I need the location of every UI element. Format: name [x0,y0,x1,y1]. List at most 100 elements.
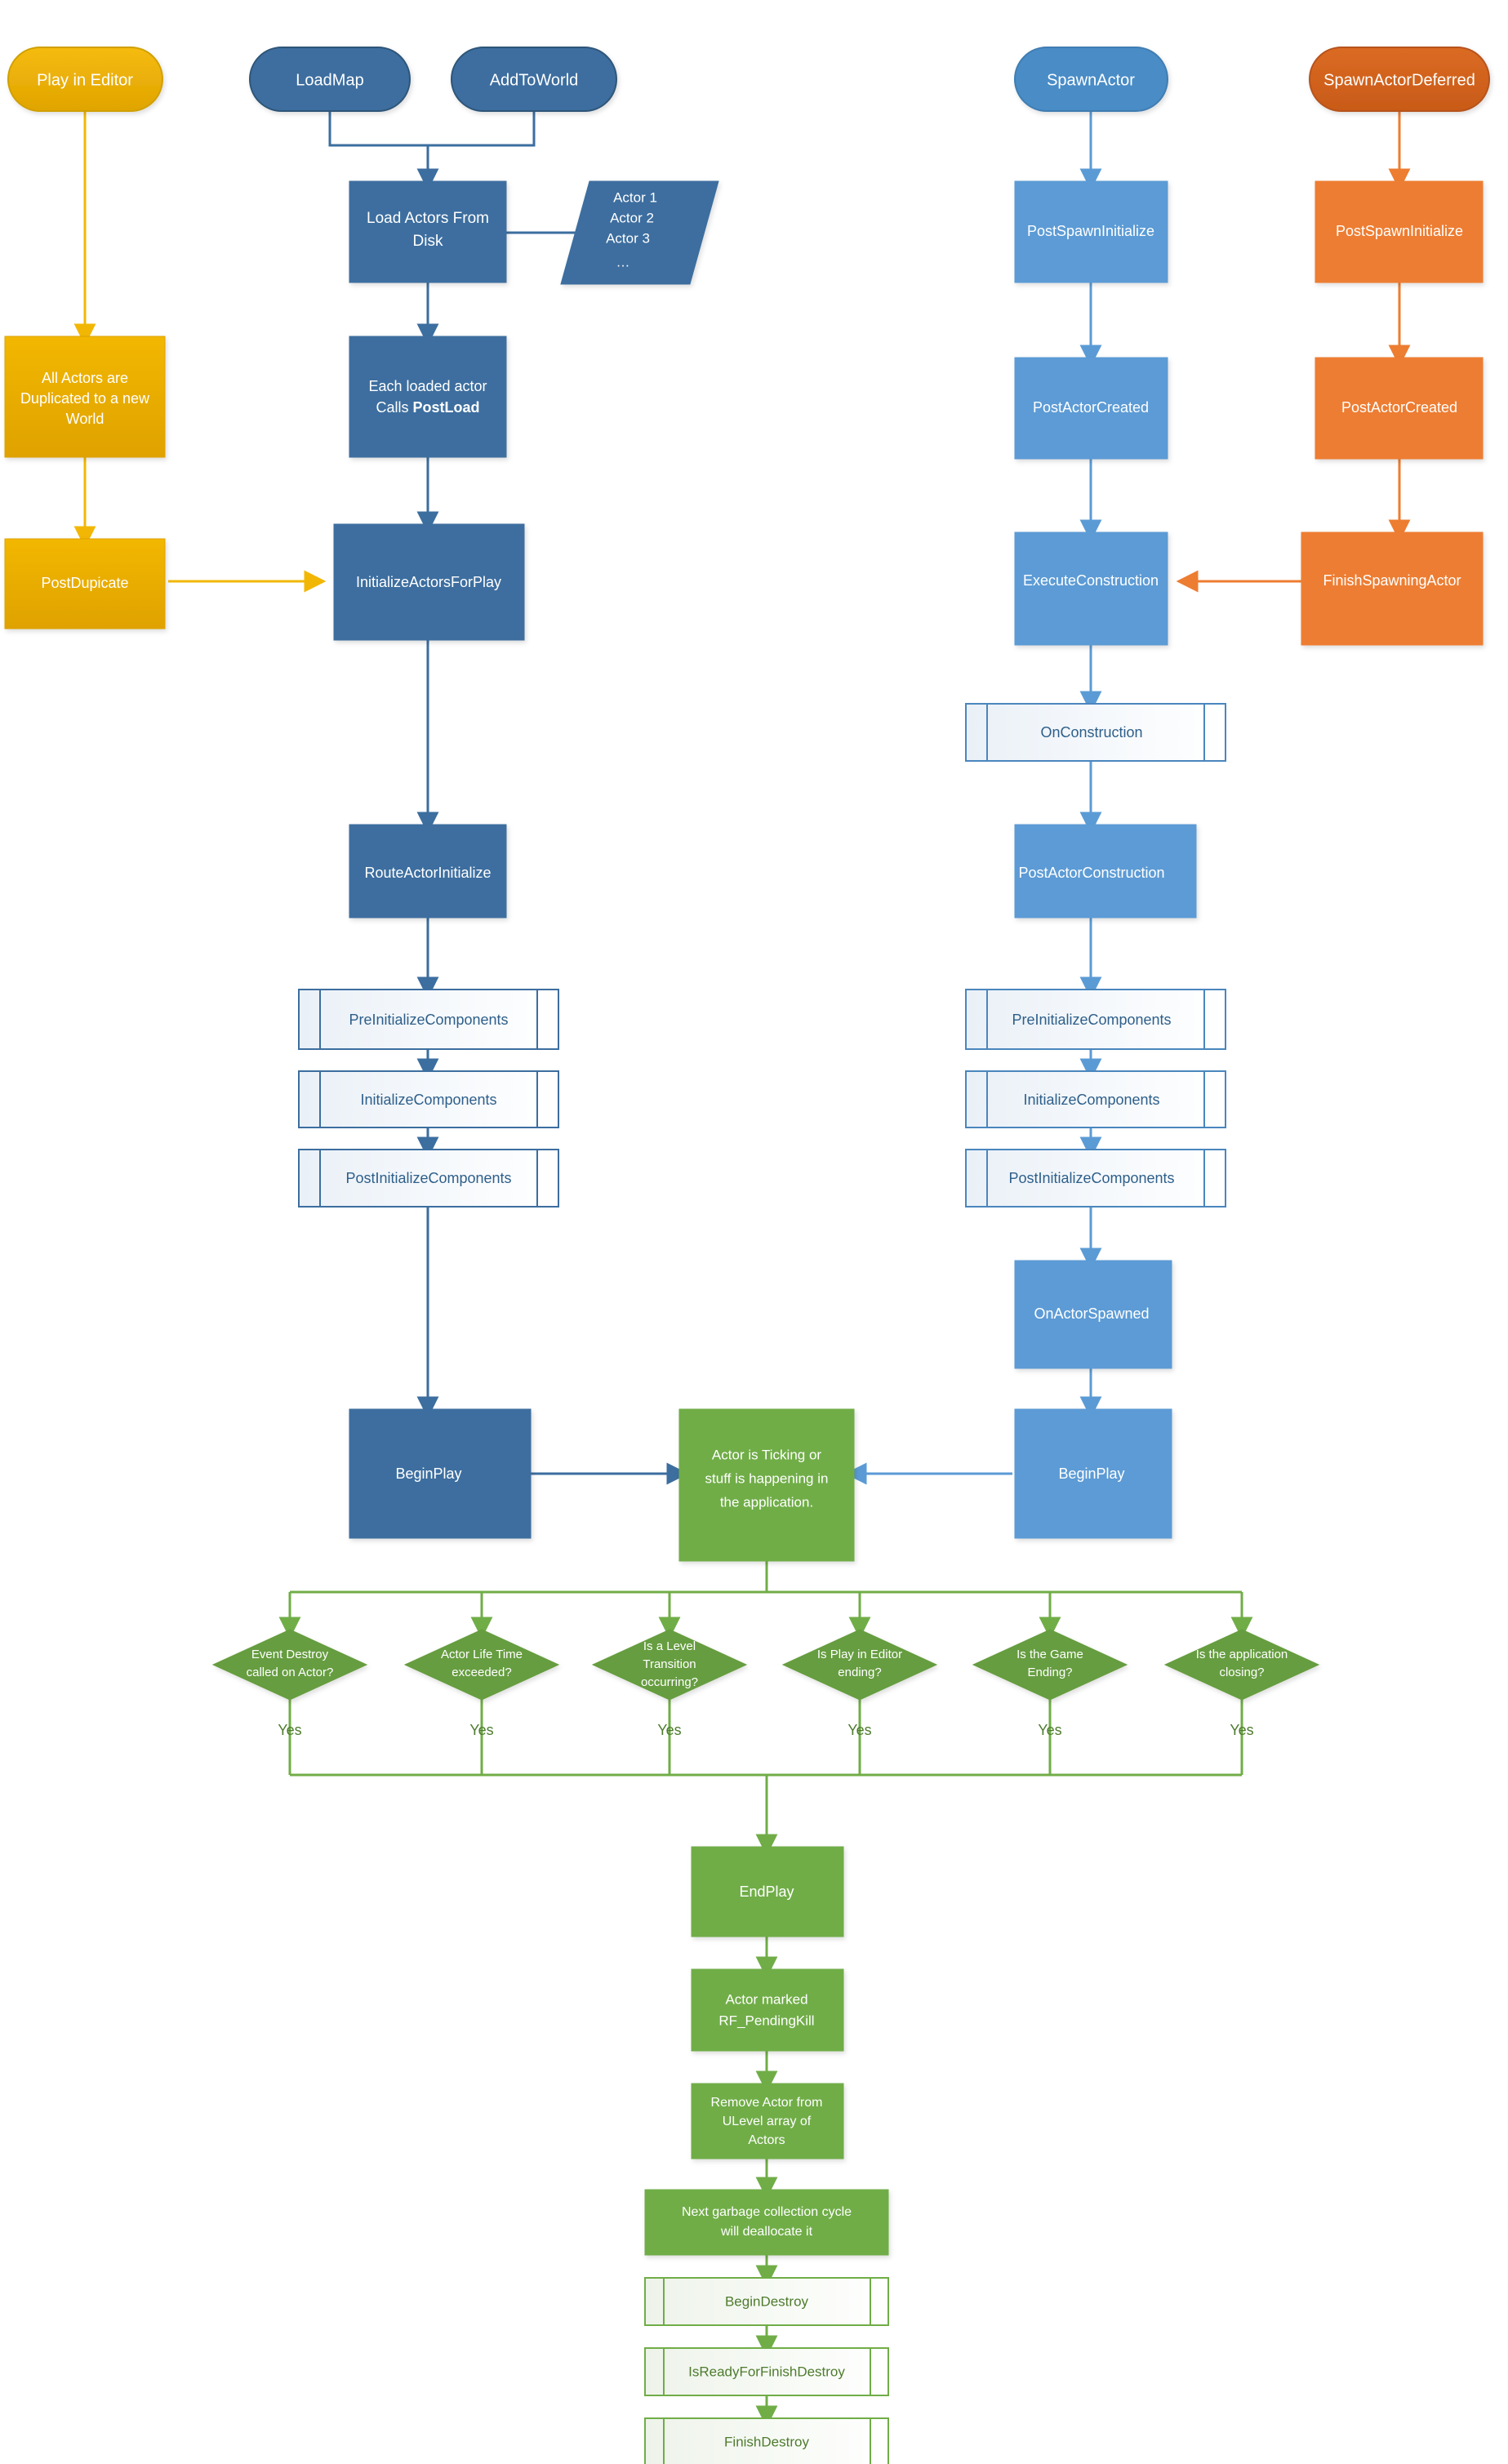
load-actors-line-1: Load Actors From [367,210,489,227]
actor-is-ticking-line-2: stuff is happening in [705,1470,829,1486]
begin-destroy-label: BeginDestroy [725,2293,809,2309]
node-execute-construction[interactable] [1014,531,1168,646]
edge-addtoworld-to-junction [428,111,536,147]
all-actors-duplicated-line-3: World [66,411,105,427]
node-actor-is-ticking[interactable] [678,1408,855,1562]
node-load-actors-from-disk[interactable] [349,180,507,283]
node-initialize-components-right[interactable] [965,1070,1226,1128]
node-each-loaded-actor[interactable] [349,336,507,458]
decision-6-yes-label: Yes [1230,1722,1253,1738]
post-actor-construction-label: PostActorConstruction [1018,865,1164,881]
actor-list-line-2: Actor 2 [610,210,654,225]
post-spawn-initialize-blue-label: PostSpawnInitialize [1027,223,1154,239]
node-post-actor-created-blue[interactable] [1014,357,1168,460]
initialize-components-right-label: InitializeComponents [1023,1092,1159,1108]
actor-list-line-3: Actor 3 [606,230,650,246]
decision-3-line-2: Transition [643,1657,696,1671]
spawn-actor-deferred-label: SpawnActorDeferred [1323,71,1475,89]
node-post-spawn-initialize-blue[interactable] [1014,180,1168,283]
node-remove-actor-from-ulevel[interactable] [691,2083,844,2159]
node-post-spawn-initialize-orange[interactable] [1314,180,1484,283]
node-initialize-components-left[interactable] [298,1070,559,1128]
node-post-initialize-components-left[interactable] [298,1149,559,1208]
post-initialize-components-left-label: PostInitializeComponents [345,1170,511,1186]
actor-is-ticking-line-3: the application. [720,1494,813,1510]
decision-event-destroy[interactable] [211,1629,368,1701]
node-post-actor-construction[interactable] [1014,824,1197,918]
decision-2-yes-label: Yes [469,1722,493,1738]
node-pre-initialize-components-right[interactable] [965,989,1226,1050]
node-post-actor-created-orange[interactable] [1314,357,1484,460]
node-is-ready-for-finish-destroy[interactable] [644,2347,889,2396]
node-route-actor-initialize[interactable] [349,824,507,918]
node-initialize-actors-for-play[interactable] [333,523,525,641]
pre-initialize-components-right-label: PreInitializeComponents [1012,1012,1171,1028]
play-in-editor-label: Play in Editor [37,71,133,89]
decision-2-line-1: Actor Life Time [441,1648,523,1661]
remove-actor-line-3: Actors [748,2133,785,2147]
node-spawn-actor-deferred[interactable] [1309,47,1490,112]
calls-text: Calls [376,399,412,416]
on-actor-spawned-label: OnActorSpawned [1034,1305,1149,1322]
begin-play-left-label: BeginPlay [395,1466,461,1482]
begin-play-right-label: BeginPlay [1058,1466,1124,1482]
end-play-label: EndPlay [739,1884,794,1900]
on-construction-label: OnConstruction [1040,724,1142,741]
initialize-components-left-label: InitializeComponents [360,1092,496,1108]
node-next-gc-cycle[interactable] [644,2189,889,2256]
decision-level-transition[interactable] [591,1629,748,1701]
actor-is-ticking-line-1: Actor is Ticking or [712,1447,821,1462]
connectors-dark-blue [328,111,689,1485]
node-post-duplicate[interactable] [4,538,166,629]
decision-application-closing[interactable] [1163,1629,1320,1701]
all-actors-duplicated-line-2: Duplicated to a new [20,390,150,407]
node-on-actor-spawned[interactable] [1014,1260,1172,1369]
node-finish-destroy[interactable] [644,2417,889,2464]
connectors-light-blue [844,111,1102,1485]
node-load-map[interactable] [249,47,411,112]
decision-play-in-editor-ending[interactable] [781,1629,938,1701]
node-actor-list [560,180,719,285]
decision-4-line-2: ending? [838,1666,881,1679]
decision-4-yes-label: Yes [847,1722,871,1738]
decision-game-ending[interactable] [972,1629,1128,1701]
add-to-world-label: AddToWorld [490,71,579,89]
node-begin-play-right[interactable] [1014,1408,1172,1539]
load-actors-line-2: Disk [413,233,443,250]
node-all-actors-duplicated[interactable] [4,336,166,458]
actor-marked-pending-kill-line-2: RF_PendingKill [718,2013,814,2028]
next-gc-cycle-line-2: will deallocate it [720,2225,813,2239]
node-begin-destroy[interactable] [644,2277,889,2326]
edge-loadmap-to-loadactors [328,111,439,191]
decision-4-line-1: Is Play in Editor [817,1648,902,1661]
all-actors-duplicated-line-1: All Actors are [42,370,128,386]
actor-list-line-1: Actor 1 [613,189,657,205]
post-spawn-initialize-orange-label: PostSpawnInitialize [1336,223,1463,239]
decision-actor-life-time[interactable] [403,1629,560,1701]
decision-5-yes-label: Yes [1038,1722,1061,1738]
node-play-in-editor[interactable] [7,47,163,112]
decision-1-yes-label: Yes [278,1722,301,1738]
each-loaded-actor-line-2: Calls PostLoad [376,399,479,416]
node-end-play[interactable] [691,1846,844,1937]
node-begin-play-left[interactable] [349,1408,532,1539]
postload-text: PostLoad [413,399,480,416]
post-actor-created-blue-label: PostActorCreated [1033,399,1149,416]
node-finish-spawning-actor[interactable] [1301,531,1484,646]
node-post-initialize-components-right[interactable] [965,1149,1226,1208]
node-spawn-actor[interactable] [1014,47,1168,112]
node-actor-marked-pending-kill[interactable] [691,1968,844,2052]
node-on-construction[interactable] [965,703,1226,762]
decision-3-yes-label: Yes [657,1722,681,1738]
connectors-orange [1176,111,1411,593]
finish-spawning-actor-label: FinishSpawningActor [1323,572,1461,589]
node-add-to-world[interactable] [451,47,617,112]
actor-list-line-4: … [616,254,630,269]
initialize-actors-for-play-label: InitializeActorsForPlay [356,574,501,590]
node-pre-initialize-components-left[interactable] [298,989,559,1050]
decision-1-line-2: called on Actor? [247,1666,334,1679]
decision-2-line-2: exceeded? [452,1666,511,1679]
remove-actor-line-1: Remove Actor from [711,2096,823,2110]
